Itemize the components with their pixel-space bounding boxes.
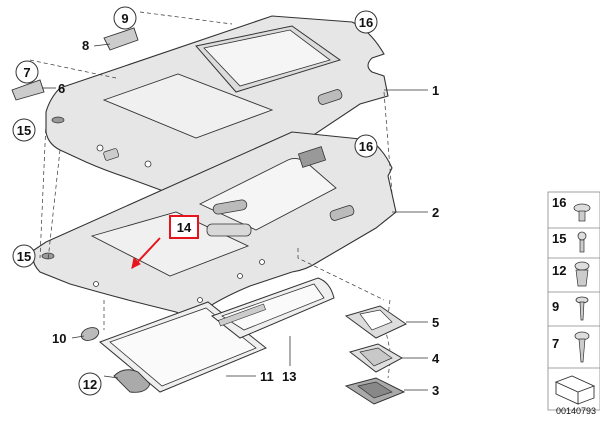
callout-11: 11 — [260, 369, 274, 384]
highlight-arrow — [131, 237, 161, 269]
clip-part7 — [11, 79, 45, 101]
legend-num-16: 16 — [552, 195, 566, 210]
callout-15-lower: 15 — [17, 249, 31, 264]
callout-7: 7 — [23, 65, 30, 80]
callout-16-lower: 16 — [359, 139, 373, 154]
drawing-id: 00140793 — [556, 406, 596, 416]
callout-1: 1 — [432, 83, 439, 98]
view-direction-icon — [554, 375, 596, 405]
legend-num-15: 15 — [552, 231, 566, 246]
callout-10: 10 — [52, 331, 66, 346]
cover-part4 — [348, 343, 404, 373]
callout-6: 6 — [58, 81, 65, 96]
push-rivet-icon — [573, 203, 591, 222]
callout-13: 13 — [282, 369, 296, 384]
cap-part10 — [80, 327, 100, 341]
callout-15-upper: 15 — [17, 123, 31, 138]
legend-num-9: 9 — [552, 299, 559, 314]
self-tapping-screw-icon — [574, 331, 590, 363]
callout-16-upper: 16 — [359, 15, 373, 30]
leader-lines — [42, 43, 428, 391]
clip-part9 — [103, 27, 139, 51]
cover-part5 — [344, 305, 408, 339]
callout-3: 3 — [432, 383, 439, 398]
screw-icon — [575, 296, 589, 321]
callout-4: 4 — [432, 351, 440, 366]
grab-handle-part12 — [113, 369, 151, 393]
fastener-legend: 16 15 12 9 7 — [547, 191, 600, 411]
sunshade-part13 — [210, 277, 335, 339]
headliner-upper — [45, 15, 389, 196]
callout-14: 14 — [177, 220, 192, 235]
callout-2: 2 — [432, 205, 439, 220]
callout-5: 5 — [432, 315, 439, 330]
callout-8: 8 — [82, 38, 89, 53]
headliner-lower — [32, 131, 397, 316]
callouts: 1 2 3 4 5 6 8 10 11 13 9 7 16 16 15 15 1… — [12, 6, 440, 398]
callout-12: 12 — [83, 377, 97, 392]
legend-num-12: 12 — [552, 263, 566, 278]
callout-9: 9 — [121, 11, 128, 26]
legend-num-7: 7 — [552, 336, 559, 351]
cover-part3 — [344, 377, 406, 405]
construction-lines — [29, 11, 393, 379]
small-screw-icon — [577, 231, 587, 253]
expanding-rivet-icon — [574, 261, 590, 287]
